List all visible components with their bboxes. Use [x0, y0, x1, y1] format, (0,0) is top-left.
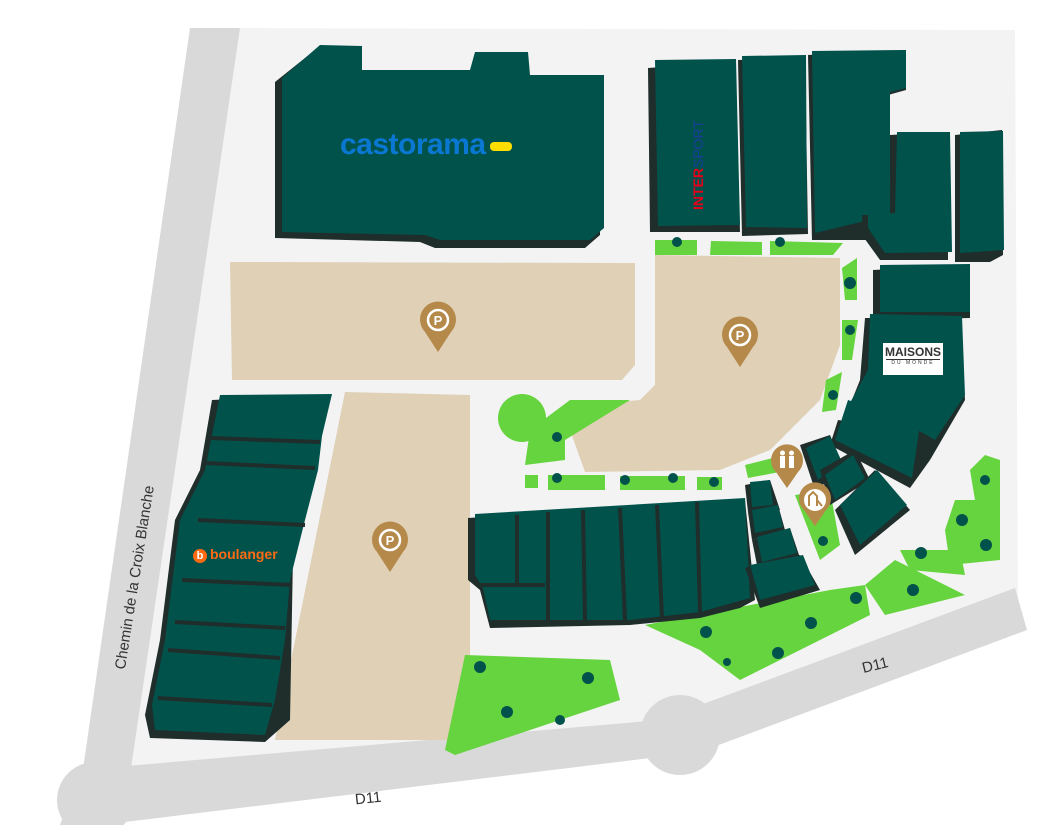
parking-marker[interactable]: P	[372, 521, 408, 572]
road-label-d11: D11	[354, 788, 383, 809]
road-d11[interactable]	[60, 588, 1027, 825]
store-castorama[interactable]: castorama	[340, 128, 512, 162]
green-areas	[445, 240, 1000, 755]
svg-text:P: P	[434, 313, 443, 328]
boulanger-logo-icon: b	[193, 549, 207, 563]
tree-icons	[474, 237, 992, 725]
buildings	[145, 45, 1004, 742]
boulanger-logo-text: boulanger	[210, 546, 278, 562]
playground-icon[interactable]	[799, 482, 831, 526]
parking-marker[interactable]: P	[420, 301, 456, 352]
roundabout-left[interactable]	[57, 762, 133, 825]
castorama-logo-bar	[489, 141, 512, 151]
parking-center[interactable]	[570, 255, 840, 472]
parking-west[interactable]	[275, 392, 470, 740]
maisons-logo-title: MAISONS	[884, 345, 941, 359]
road-chemin-croix-blanche[interactable]	[80, 28, 240, 790]
intersport-logo-part1: INTER	[690, 168, 706, 210]
building-dividers	[157, 436, 702, 707]
parking-marker[interactable]: P	[722, 316, 758, 367]
maisons-logo-subtitle: DU MONDE	[886, 359, 940, 366]
intersport-logo-part2: SPORT	[690, 120, 706, 168]
family-icon[interactable]	[771, 444, 803, 488]
castorama-logo-text: castorama	[340, 128, 486, 161]
roundabout-right[interactable]	[640, 695, 720, 775]
svg-text:P: P	[736, 328, 745, 343]
store-intersport[interactable]: INTERSPORT	[690, 120, 706, 210]
svg-text:P: P	[386, 533, 395, 548]
